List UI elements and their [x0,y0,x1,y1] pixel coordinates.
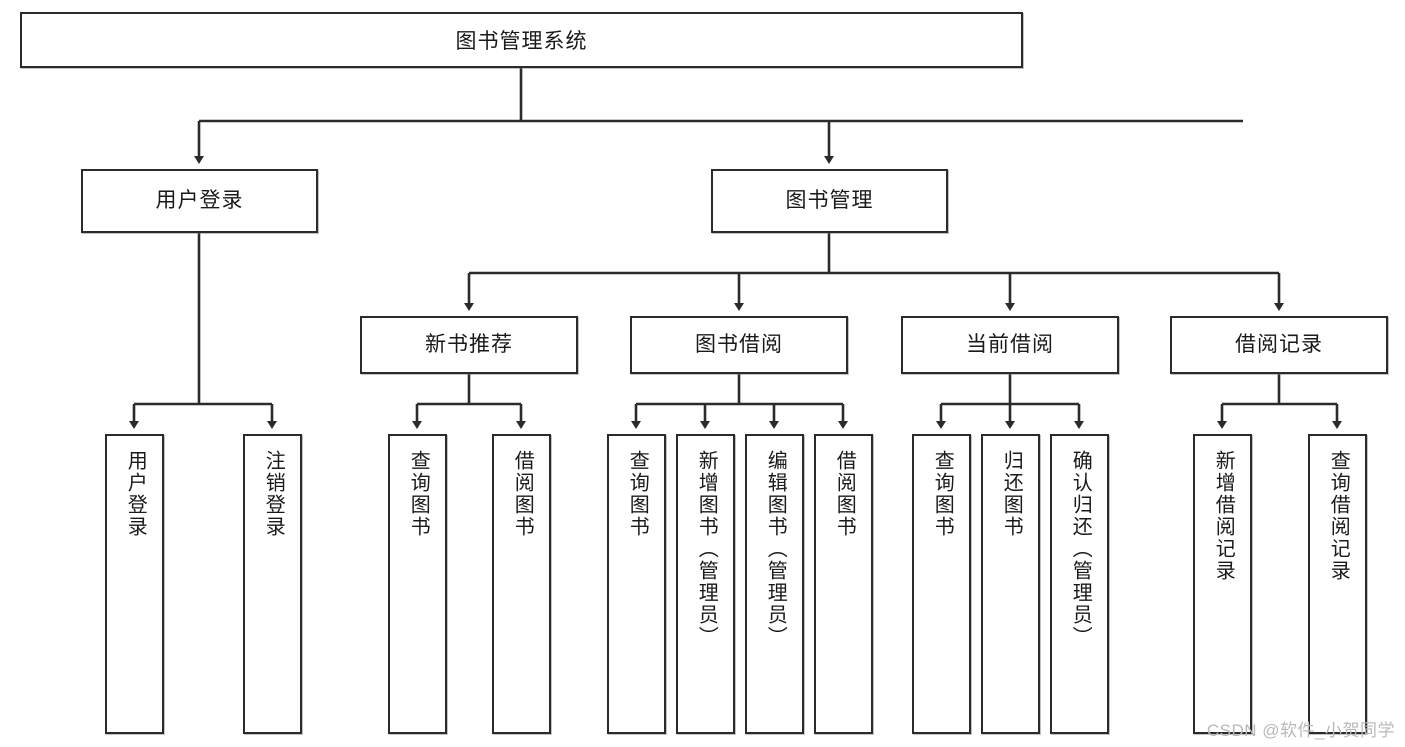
node-label: 新增图书（管理员） [695,450,718,648]
leaf-return-book[interactable]: 归还图书 [981,434,1040,734]
leaf-user-login[interactable]: 用户登录 [105,434,164,734]
node-label: 注销登录 [262,450,285,538]
leaf-query-book-recommend[interactable]: 查询图书 [388,434,447,734]
node-current-borrow[interactable]: 当前借阅 [901,316,1119,374]
node-label: 查询图书 [407,450,430,538]
leaf-confirm-return-admin[interactable]: 确认归还（管理员） [1050,434,1109,734]
node-root-system[interactable]: 图书管理系统 [20,12,1023,68]
watermark-text: CSDN @软件_小贺同学 [1206,721,1395,740]
node-book-management[interactable]: 图书管理 [711,169,948,233]
node-label: 新增借阅记录 [1212,450,1235,582]
node-label: 借阅图书 [833,450,856,538]
leaf-user-logout[interactable]: 注销登录 [243,434,302,734]
node-label: 用户登录 [155,189,244,213]
node-borrow-record[interactable]: 借阅记录 [1170,316,1388,374]
leaf-edit-book-admin[interactable]: 编辑图书（管理员） [745,434,804,734]
node-label: 查询图书 [931,450,954,538]
node-label: 图书管理 [785,189,874,213]
node-label: 确认归还（管理员） [1069,450,1092,648]
leaf-query-book-current[interactable]: 查询图书 [912,434,971,734]
leaf-query-book-borrow[interactable]: 查询图书 [607,434,666,734]
leaf-borrow-book[interactable]: 借阅图书 [814,434,873,734]
node-book-borrow[interactable]: 图书借阅 [630,316,848,374]
node-label: 图书借阅 [695,333,783,357]
node-label: 编辑图书（管理员） [764,450,787,648]
node-label: 归还图书 [1000,450,1023,538]
leaf-add-book-admin[interactable]: 新增图书（管理员） [676,434,735,734]
node-label: 用户登录 [124,450,147,538]
node-label: 借阅图书 [511,450,534,538]
leaf-borrow-book-recommend[interactable]: 借阅图书 [492,434,551,734]
node-new-book-recommend[interactable]: 新书推荐 [360,316,578,374]
node-label: 新书推荐 [425,333,513,357]
node-label: 查询借阅记录 [1327,450,1350,582]
node-user-login[interactable]: 用户登录 [81,169,318,233]
node-label: 图书管理系统 [455,30,588,53]
leaf-add-borrow-record[interactable]: 新增借阅记录 [1193,434,1252,734]
leaf-query-borrow-record[interactable]: 查询借阅记录 [1308,434,1367,734]
node-label: 当前借阅 [966,333,1054,357]
node-label: 借阅记录 [1235,333,1323,357]
node-label: 查询图书 [626,450,649,538]
